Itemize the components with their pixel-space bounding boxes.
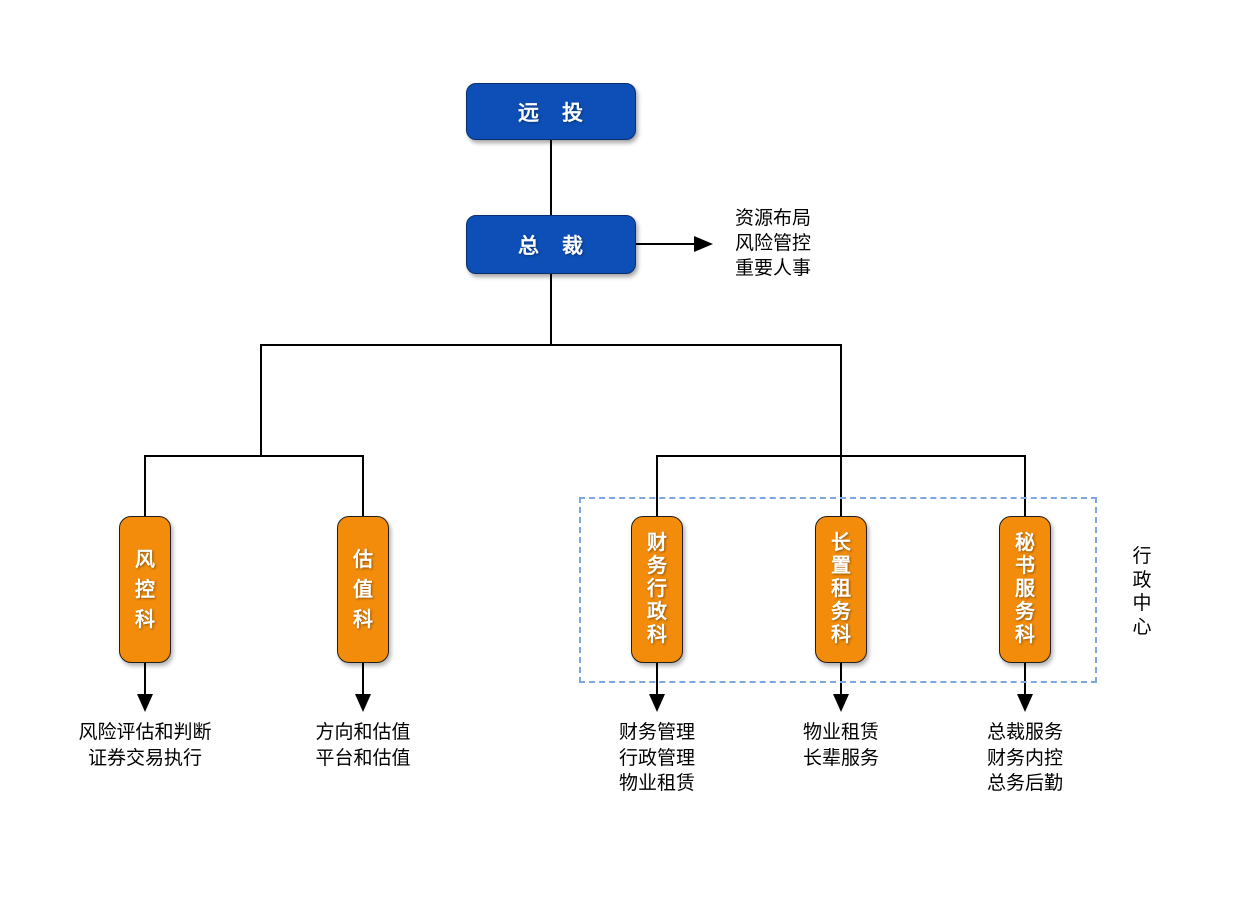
dept-node-caiwu-xingzheng: 财 务 行 政 科	[631, 516, 683, 663]
duties-dept2: 方向和估值 平台和估值	[315, 720, 410, 771]
down-arrowhead-icon	[833, 694, 849, 712]
down-arrowhead-icon	[355, 694, 371, 712]
dept-node-label: 风 控 科	[135, 548, 155, 631]
right-arrowhead-icon	[694, 236, 713, 252]
president-note: 资源布局 风险管控 重要人事	[735, 206, 811, 281]
duties-dept1: 风险评估和判断 证券交易执行	[78, 720, 211, 771]
president-note-line: 重要人事	[735, 258, 812, 279]
president-node-label: 总 裁	[518, 234, 584, 258]
dept-node-label: 财 务 行 政 科	[647, 532, 667, 646]
down-arrowhead-icon	[137, 694, 153, 712]
duties-dept4: 物业租赁 长辈服务	[803, 720, 879, 771]
duty-line: 风险评估和判断	[78, 722, 212, 743]
duty-line: 行政管理	[618, 747, 696, 769]
dept-node-label: 估 值 科	[353, 548, 373, 631]
duties-dept5: 总裁服务 财务内控 总务后勤	[987, 720, 1063, 797]
duties-dept3: 财务管理 行政管理 物业租赁	[619, 720, 695, 797]
arrowhead-group	[137, 236, 1033, 712]
admin-center-label: 行 政 中 心	[1132, 546, 1152, 638]
root-node-label: 远 投	[518, 101, 584, 125]
duty-line: 证券交易执行	[87, 747, 203, 769]
president-note-line: 风险管控	[735, 233, 812, 254]
dept-node-mishu-fuwu: 秘 书 服 务 科	[999, 516, 1051, 663]
connector-group	[144, 140, 1026, 697]
duty-line: 方向和估值	[315, 722, 411, 743]
duty-line: 总裁服务	[986, 722, 1064, 743]
dept-node-label: 秘 书 服 务 科	[1015, 532, 1035, 646]
duty-line: 财务内控	[986, 747, 1064, 769]
admin-center-group-outline	[579, 497, 1097, 683]
root-node: 远 投	[466, 83, 636, 140]
dept-node-fengkong: 风 控 科	[119, 516, 171, 663]
duty-line: 物业租赁	[802, 722, 880, 743]
president-note-line: 资源布局	[735, 208, 812, 229]
down-arrowhead-icon	[649, 694, 665, 712]
duty-line: 总务后勤	[986, 773, 1064, 794]
president-node: 总 裁	[466, 215, 636, 274]
duty-line: 平台和估值	[315, 747, 411, 769]
dept-node-label: 长 置 租 务 科	[831, 532, 851, 646]
dept-node-guzhi: 估 值 科	[337, 516, 389, 663]
duty-line: 财务管理	[618, 722, 696, 743]
down-arrowhead-icon	[1017, 694, 1033, 712]
duty-line: 物业租赁	[618, 773, 696, 794]
duty-line: 长辈服务	[802, 747, 880, 769]
dept-node-changzhi-zuwu: 长 置 租 务 科	[815, 516, 867, 663]
